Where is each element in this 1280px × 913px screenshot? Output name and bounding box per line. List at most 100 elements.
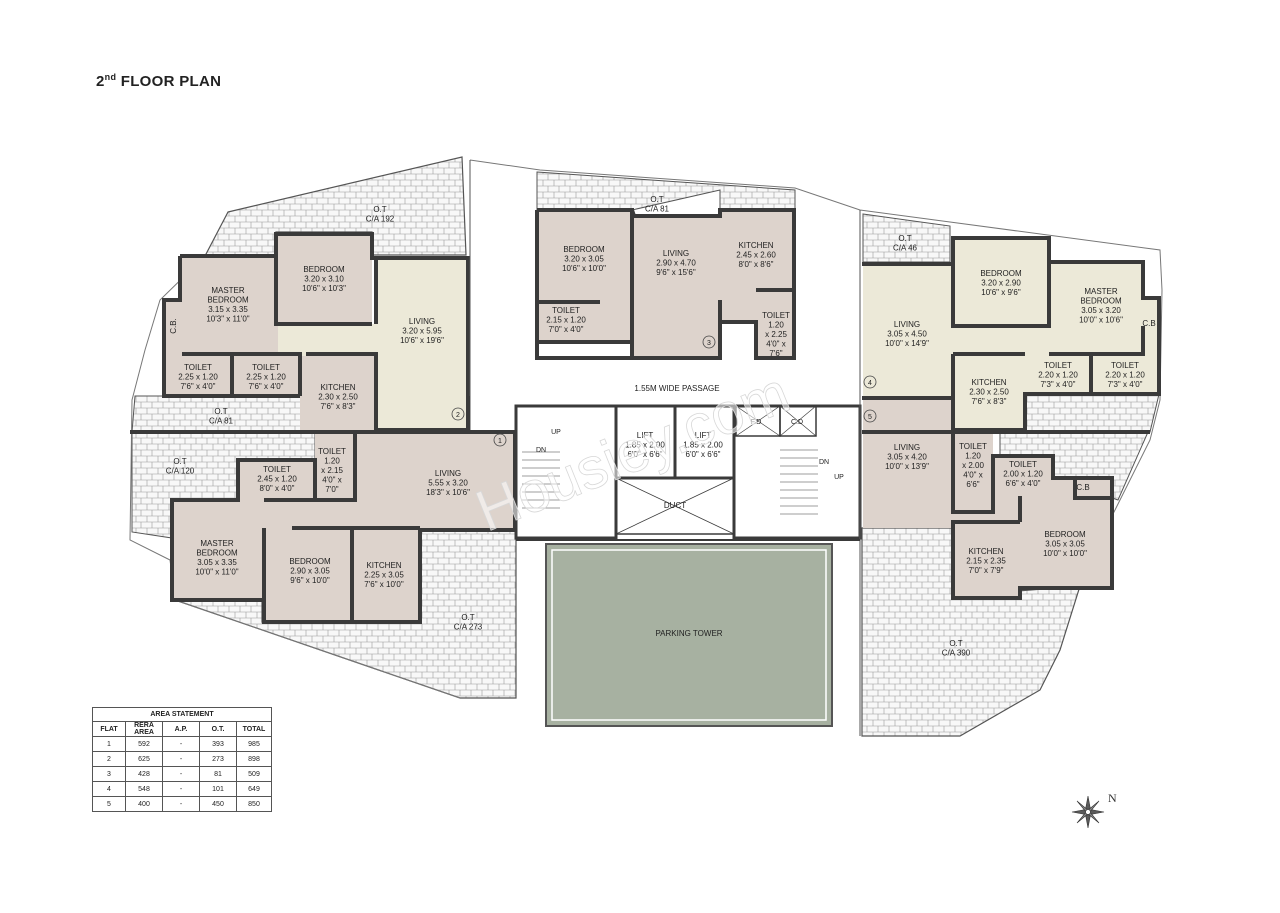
- room-dimension: 2.90 x 4.70: [656, 259, 696, 268]
- room-dimension: 8'0" x 4'0": [260, 484, 295, 493]
- room-dimension: 2.15 x 1.20: [546, 316, 586, 325]
- flat-marker-3: [702, 335, 716, 349]
- cell: 393: [199, 736, 237, 752]
- room-label: O.TC/A 46: [893, 234, 918, 253]
- room-dimension: 10'6" x 10'3": [302, 284, 346, 293]
- room-dimension: 6'6": [966, 480, 979, 489]
- room-name: BEDROOM: [980, 269, 1022, 278]
- stair-dn-right: DN: [819, 459, 829, 466]
- terrace-right-mid: [1024, 389, 1161, 433]
- core: [514, 404, 862, 540]
- cell: 400: [125, 796, 163, 812]
- room-dimension: 2.30 x 2.50: [318, 393, 358, 402]
- room-dimension: 3.05 x 3.35: [197, 558, 237, 567]
- room-dimension: 3.20 x 2.90: [981, 279, 1021, 288]
- room-name: BEDROOM: [303, 265, 345, 274]
- room-dimension: 2.25 x 1.20: [246, 373, 286, 382]
- room-dimension: 6'0" x 6'6": [686, 450, 721, 459]
- room-dimension: BEDROOM: [196, 549, 238, 558]
- cell: 850: [236, 796, 272, 812]
- room-dimension: 4'0" x: [766, 340, 786, 349]
- room-dimension: 2.30 x 2.50: [969, 388, 1009, 397]
- page-title: 2nd FLOOR PLAN: [96, 72, 222, 90]
- room-dimension: 3.20 x 3.10: [304, 275, 344, 284]
- cell: 273: [199, 751, 237, 767]
- room-label: C.B: [1142, 319, 1155, 328]
- room-dimension: 18'3" x 10'6": [426, 488, 470, 497]
- room-dimension: 7'6" x 4'0": [249, 382, 284, 391]
- room-dimension: C/A 192: [366, 215, 395, 224]
- room-dimension: 2.45 x 2.60: [736, 251, 776, 260]
- room-dimension: 9'6" x 15'6": [656, 268, 696, 277]
- room-dimension: 5.55 x 3.20: [428, 479, 468, 488]
- room-dimension: 9'6" x 10'0": [290, 576, 330, 585]
- room-name: TOILET: [184, 363, 212, 372]
- room-dimension: 6'0" x 6'6": [628, 450, 663, 459]
- room-dimension: 10'6" x 9'6": [981, 288, 1021, 297]
- cell: -: [162, 736, 200, 752]
- room-dimension: 4'0" x: [963, 471, 983, 480]
- room-dimension: 10'6" x 19'6": [400, 336, 444, 345]
- room-dimension: 7'6": [769, 349, 782, 358]
- cell: -: [162, 766, 200, 782]
- walls: [130, 160, 1161, 736]
- room-dimension: 3.15 x 3.35: [208, 305, 248, 314]
- room-dimension: BEDROOM: [207, 296, 249, 305]
- room-name: TOILET: [263, 465, 291, 474]
- area-statement-caption: AREA STATEMENT: [92, 707, 272, 722]
- room-dimension: 7'6" x 4'0": [181, 382, 216, 391]
- cell: 649: [236, 781, 272, 797]
- flat-marker-1: [493, 433, 507, 447]
- cell: 5: [92, 796, 126, 812]
- cell: 592: [125, 736, 163, 752]
- room-name: KITCHEN: [738, 241, 773, 250]
- area-statement-table: AREA STATEMENT FLAT RERA AREA A.P. O.T. …: [92, 707, 272, 812]
- room-dimension: C/A 81: [209, 417, 234, 426]
- room-name: 1.55M WIDE PASSAGE: [634, 384, 719, 393]
- cell: -: [162, 781, 200, 797]
- room-name: LIVING: [894, 320, 920, 329]
- cell: 898: [236, 751, 272, 767]
- room-label: O.TC/A 390: [942, 639, 971, 658]
- compass-north-label: N: [1108, 791, 1117, 805]
- room-dimension: 10'0" x 10'6": [1079, 316, 1123, 325]
- flat-markers: [451, 335, 877, 447]
- cell: 3: [92, 766, 126, 782]
- room-name: TOILET: [1009, 460, 1037, 469]
- cell: 4: [92, 781, 126, 797]
- room-name: LIVING: [663, 249, 689, 258]
- room-dimension: 1.20: [324, 457, 340, 466]
- room-dimension: 10'0" x 13'9": [885, 462, 929, 471]
- cell: 985: [236, 736, 272, 752]
- room-label: C.B: [1076, 483, 1089, 492]
- cell: 509: [236, 766, 272, 782]
- room-dimension: 2.90 x 3.05: [290, 567, 330, 576]
- header-total: TOTAL: [236, 721, 272, 737]
- stair-dn-left: DN: [536, 447, 546, 454]
- room-dimension: x 2.00: [962, 461, 984, 470]
- stair-up-left: UP: [551, 429, 561, 436]
- room-name: MASTER: [200, 539, 234, 548]
- room-name: KITCHEN: [971, 378, 1006, 387]
- room-dimension: 2.45 x 1.20: [257, 475, 297, 484]
- flat-marker-2: [451, 407, 465, 421]
- room-label: O.TC/A 81: [645, 195, 670, 214]
- flat-marker-label-1: 1: [498, 438, 502, 445]
- cell: 548: [125, 781, 163, 797]
- cell: -: [162, 796, 200, 812]
- cupboard-label: C.B: [1142, 319, 1155, 328]
